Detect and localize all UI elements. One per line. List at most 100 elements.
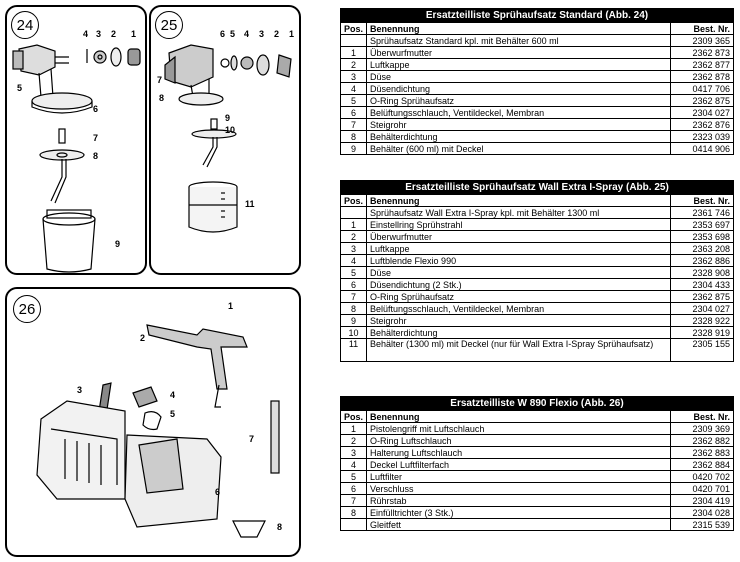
cell-order-no: 2353 697 [670,218,734,231]
cell-pos: 1 [339,46,368,59]
cell-name: Belüftungsschlauch, Ventildeckel, Membra… [366,302,671,315]
callout-25-3: 3 [259,29,265,39]
cell-name: Luftkappe [366,58,671,71]
callout-25-9: 9 [225,113,231,123]
cell-name: Luftblende Flexio 990 [366,254,671,267]
cell-name: Pistolengriff mit Luftschlauch [366,422,671,435]
cell-pos [339,518,368,531]
callout-25-1: 1 [289,29,295,39]
cell-order-no: 2304 027 [670,106,734,119]
cell-name: Gleitfett [366,518,671,531]
cell-name: Behälter (1300 ml) mit Deckel (nur für W… [366,338,671,362]
cell-pos: 5 [339,266,368,279]
callout-26-4: 4 [170,390,176,400]
cell-name: Düse [366,70,671,83]
cell-pos: 4 [339,458,368,471]
cell-name: Luftkappe [366,242,671,255]
cell-order-no: 2309 369 [670,422,734,435]
figure-24-panel: 24 4 3 2 1 5 [5,5,147,275]
table-title: Ersatzteilliste Sprühaufsatz Standard (A… [340,8,734,23]
callout-24-3: 3 [96,29,102,39]
cell-pos: 10 [339,326,368,339]
cell-pos: 2 [339,58,368,71]
figure-25-panel: 25 6 5 4 3 2 1 7 8 9 10 [149,5,301,275]
callout-24-1: 1 [131,29,137,39]
cell-order-no: 2323 039 [670,130,734,143]
cell-order-no: 0420 701 [670,482,734,495]
cell-pos: 7 [339,494,368,507]
cell-name: Sprühaufsatz Standard kpl. mit Behälter … [366,34,671,47]
callout-25-4: 4 [244,29,250,39]
callout-24-4: 4 [83,29,89,39]
callout-25-6: 6 [220,29,226,39]
cell-name: Halterung Luftschlauch [366,446,671,459]
col-header-name: Benennung [366,22,671,35]
cell-order-no: 0417 706 [670,82,734,95]
table-title: Ersatzteilliste Sprühaufsatz Wall Extra … [340,180,734,195]
figure-26-panel: 26 1 2 3 4 5 6 7 8 [5,287,301,557]
callout-24-2: 2 [111,29,117,39]
cell-order-no: 0414 906 [670,142,734,155]
cell-name: Überwurfmutter [366,46,671,59]
cell-pos: 5 [339,470,368,483]
cell-pos: 4 [339,82,368,95]
cell-name: Düsendichtung (2 Stk.) [366,278,671,291]
callout-26-5: 5 [170,409,176,419]
figure-25-badge: 25 [155,11,183,39]
cell-name: Einfülltrichter (3 Stk.) [366,506,671,519]
cell-name: Überwurfmutter [366,230,671,243]
parts-table-abb-24: Ersatzteilliste Sprühaufsatz Standard (A… [339,8,734,155]
cell-pos: 3 [339,242,368,255]
col-header-pos: Pos. [339,410,368,423]
table-row: Sprühaufsatz Wall Extra I-Spray kpl. mit… [339,206,734,219]
cell-pos: 8 [339,506,368,519]
spray-attachment-standard-drawing [12,44,141,273]
cell-pos: 6 [339,106,368,119]
cell-pos: 8 [339,130,368,143]
w890-flexio-unit-drawing [36,324,280,538]
figure-26-badge: 26 [13,295,41,323]
cell-pos: 6 [339,278,368,291]
table-row: Sprühaufsatz Standard kpl. mit Behälter … [339,34,734,47]
cell-name: Steigrohr [366,314,671,327]
cell-name: Behälter (600 ml) mit Deckel [366,142,671,155]
cell-name: Steigrohr [366,118,671,131]
cell-order-no: 2362 875 [670,290,734,303]
parts-table-abb-26: Ersatzteilliste W 890 Flexio (Abb. 26) P… [339,396,734,531]
cell-order-no: 2309 365 [670,34,734,47]
callout-25-2: 2 [274,29,280,39]
cell-pos: 2 [339,230,368,243]
cell-order-no: 2362 876 [670,118,734,131]
cell-order-no: 2362 884 [670,458,734,471]
cell-pos: 1 [339,218,368,231]
cell-order-no: 2361 746 [670,206,734,219]
callout-24-8: 8 [93,151,99,161]
cell-pos: 4 [339,254,368,267]
cell-pos: 3 [339,446,368,459]
callout-25-5: 5 [230,29,236,39]
callout-26-3: 3 [77,385,83,395]
cell-pos: 5 [339,94,368,107]
cell-name: Behälterdichtung [366,130,671,143]
col-header-name: Benennung [366,194,671,207]
callout-24-7: 7 [93,133,99,143]
cell-name: Rührstab [366,494,671,507]
cell-pos: 9 [339,142,368,155]
col-header-pos: Pos. [339,22,368,35]
cell-name: Luftfilter [366,470,671,483]
cell-name: Düse [366,266,671,279]
